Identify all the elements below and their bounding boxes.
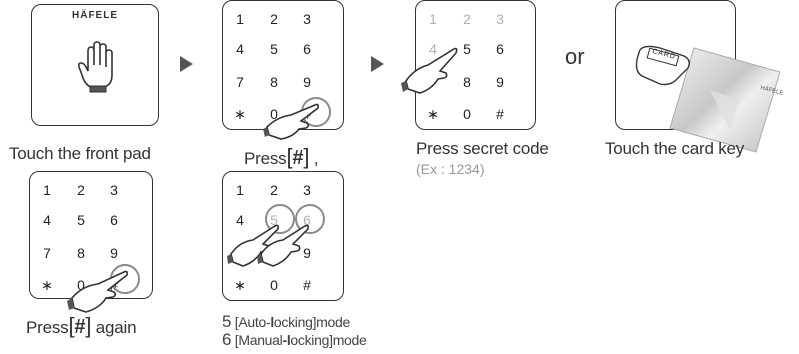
keypad-key: 6 bbox=[303, 212, 311, 228]
keypad-key: # bbox=[496, 106, 504, 122]
caption-press-hash: Press[#] , bbox=[244, 144, 319, 169]
pointing-finger-icon bbox=[263, 103, 319, 140]
keypad-key: 6 bbox=[110, 212, 118, 228]
keypad-key: 9 bbox=[303, 74, 311, 90]
keypad-key: ∗ bbox=[234, 106, 246, 122]
mode-number: 6 bbox=[222, 330, 232, 349]
keypad-key: 3 bbox=[303, 11, 311, 27]
keypad-key: 8 bbox=[77, 245, 85, 261]
keypad-key: 2 bbox=[270, 182, 278, 198]
keypad-key: ∗ bbox=[234, 277, 246, 293]
bracket: ] bbox=[312, 314, 317, 330]
hash-key-label: # bbox=[292, 147, 304, 169]
keypad-key: 1 bbox=[236, 11, 244, 27]
highlight-ring-6 bbox=[295, 204, 325, 234]
keypad-key: 0 bbox=[270, 106, 278, 122]
highlight-ring-5 bbox=[265, 204, 295, 234]
caption-touch-front-pad: Touch the front pad bbox=[9, 144, 151, 163]
keypad-key: 2 bbox=[77, 182, 85, 198]
lock-front-pad: HÄFELE bbox=[31, 4, 159, 126]
keypad-key: # bbox=[303, 277, 311, 293]
press-label: Press bbox=[26, 318, 69, 337]
comma: , bbox=[313, 149, 319, 168]
keypad-key: 7 bbox=[236, 74, 244, 90]
keypad-key: 1 bbox=[43, 182, 51, 198]
mode-word: mode bbox=[316, 314, 350, 330]
keypad-key: 2 bbox=[463, 11, 471, 27]
press-label: Press bbox=[244, 149, 287, 168]
keypad-key: ∗ bbox=[427, 106, 439, 122]
keypad-key: 7 bbox=[43, 245, 51, 261]
pointing-finger-icon bbox=[67, 270, 128, 313]
secret-code-example: (Ex : 1234) bbox=[416, 161, 485, 177]
brand-logo: HÄFELE bbox=[72, 10, 118, 21]
keypad-key: 3 bbox=[303, 182, 311, 198]
bracket: [ bbox=[234, 314, 239, 330]
arrow-right-icon bbox=[180, 56, 193, 72]
bracket: [ bbox=[234, 332, 239, 348]
keypad-key: ∗ bbox=[41, 277, 53, 293]
keypad-key: 1 bbox=[236, 182, 244, 198]
keypad-key: 0 bbox=[463, 106, 471, 122]
mode-name: Manual bbox=[238, 332, 283, 348]
pointing-finger-icon bbox=[401, 47, 458, 94]
bracket: ] bbox=[329, 332, 333, 348]
keypad-key: 0 bbox=[270, 277, 278, 293]
caption-press-hash-again: Press[#] again bbox=[26, 313, 137, 338]
mode-name-bold: -l bbox=[282, 332, 291, 348]
keypad-key: 6 bbox=[303, 41, 311, 57]
keypad-key: 5 bbox=[77, 212, 85, 228]
pointing-finger-icon bbox=[227, 224, 279, 267]
mode-auto-locking: 5 [Auto-locking]mode bbox=[222, 312, 350, 332]
keypad-key: 9 bbox=[110, 245, 118, 261]
caption-touch-card-key: Touch the card key bbox=[605, 139, 745, 158]
keypad-key: 9 bbox=[303, 245, 311, 261]
keypad-key: 1 bbox=[429, 11, 437, 27]
keypad-key: 4 bbox=[43, 212, 51, 228]
again-label: again bbox=[95, 318, 137, 337]
mode-name: Auto- bbox=[238, 314, 271, 330]
keypad-key: 3 bbox=[110, 182, 118, 198]
arrow-right-icon bbox=[371, 56, 384, 72]
keypad-key: 6 bbox=[496, 41, 504, 57]
keypad-key: 4 bbox=[236, 212, 244, 228]
mode-name: ocking bbox=[290, 332, 330, 348]
hand-icon bbox=[77, 41, 113, 93]
keypad-key: 2 bbox=[270, 11, 278, 27]
keypad-key: 4 bbox=[429, 41, 437, 57]
keypad-key: 5 bbox=[270, 212, 278, 228]
mode-name: ocking bbox=[273, 314, 313, 330]
keypad-key: 8 bbox=[463, 74, 471, 90]
keypad-key: 5 bbox=[463, 41, 471, 57]
or-label: or bbox=[565, 44, 585, 69]
pointing-finger-icon bbox=[257, 224, 309, 267]
mode-number: 5 bbox=[222, 312, 232, 331]
caption-secret-code: Press secret code bbox=[416, 139, 549, 158]
keypad-key: 0 bbox=[77, 277, 85, 293]
keypad-key: 5 bbox=[270, 41, 278, 57]
mode-name-bold: l bbox=[270, 314, 274, 330]
card-key-icon bbox=[635, 45, 781, 153]
mode-manual-locking: 6 [Manual-locking]mode bbox=[222, 330, 367, 350]
keypad-key: 3 bbox=[496, 11, 504, 27]
keypad-key: 9 bbox=[496, 74, 504, 90]
keypad-key: 4 bbox=[236, 41, 244, 57]
keypad-key: 8 bbox=[270, 74, 278, 90]
mode-word: mode bbox=[332, 332, 367, 348]
hash-key-label: # bbox=[74, 316, 86, 338]
